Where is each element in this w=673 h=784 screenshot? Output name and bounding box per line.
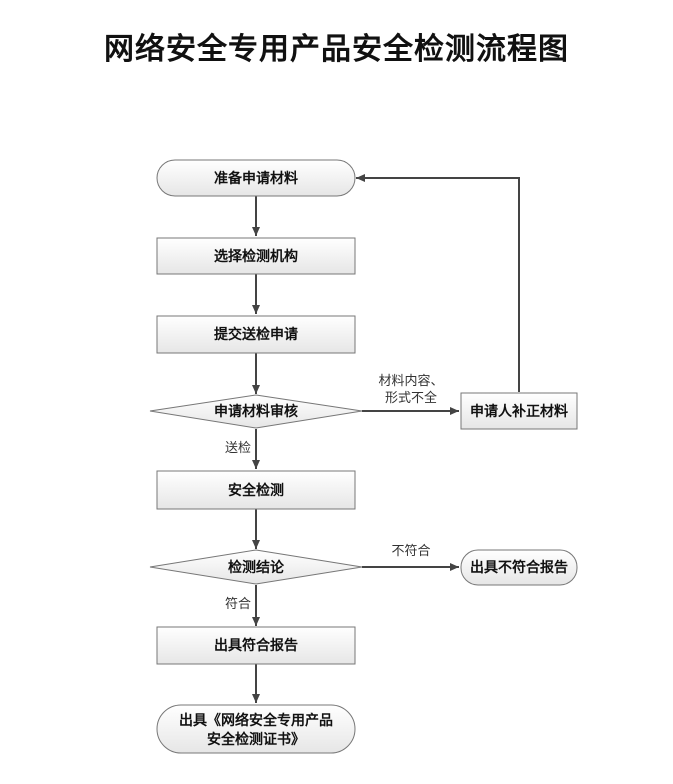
node-review-label: 申请材料审核 bbox=[214, 403, 298, 420]
node-fail-report-label: 出具不符合报告 bbox=[470, 559, 568, 576]
node-fail-report bbox=[460, 549, 578, 586]
node-submit bbox=[156, 315, 356, 354]
node-review bbox=[149, 394, 363, 429]
node-supplement-label: 申请人补正材料 bbox=[470, 403, 568, 420]
node-conclusion-label: 检测结论 bbox=[228, 559, 285, 576]
node-submit-label: 提交送检申请 bbox=[214, 326, 298, 343]
edge-label-incomplete-1: 材料内容、 bbox=[378, 373, 443, 389]
edge-label-conform: 符合 bbox=[225, 596, 251, 612]
node-certificate-label-line1: 出具《网络安全专用产品 bbox=[179, 712, 333, 729]
node-conclusion bbox=[149, 549, 363, 585]
node-select-agency bbox=[156, 237, 356, 275]
edge-supplement-to-prepare bbox=[356, 174, 520, 392]
node-test-label: 安全检测 bbox=[228, 482, 284, 499]
edge-label-incomplete-2: 形式不全 bbox=[385, 390, 437, 406]
node-pass-report bbox=[156, 626, 356, 665]
node-pass-report-label: 出具符合报告 bbox=[214, 637, 298, 654]
node-prepare bbox=[156, 159, 356, 197]
page-title: 网络安全专用产品安全检测流程图 bbox=[104, 32, 569, 67]
node-certificate-label-line2: 安全检测证书》 bbox=[207, 731, 305, 748]
node-prepare-label: 准备申请材料 bbox=[214, 170, 298, 187]
node-certificate bbox=[156, 704, 356, 754]
node-test bbox=[156, 470, 356, 510]
edge-label-not-conform: 不符合 bbox=[391, 543, 430, 559]
node-select-agency-label: 选择检测机构 bbox=[214, 248, 298, 265]
node-supplement bbox=[460, 392, 578, 430]
edge-label-send: 送检 bbox=[225, 441, 251, 456]
